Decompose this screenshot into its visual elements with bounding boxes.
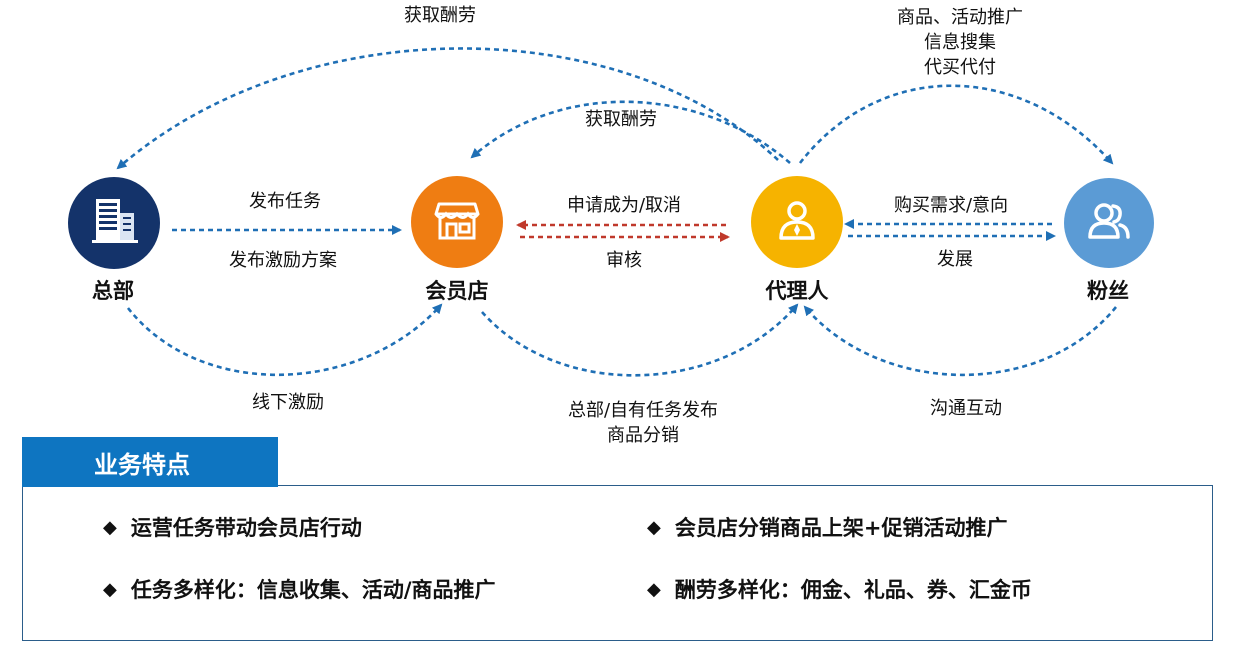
arrow-fans-to-agent (803, 305, 1118, 377)
user-group-icon (1083, 195, 1135, 251)
store-label: 会员店 (425, 279, 489, 303)
label-agent-to-fans-tasks: 商品、活动推广 信息搜集 代买代付 (897, 5, 1023, 80)
diamond-bullet-icon: ◆ (647, 578, 661, 600)
hq-label: 总部 (92, 279, 134, 303)
fans-label: 粉丝 (1087, 279, 1129, 303)
agent-node (751, 176, 843, 268)
feature-text-4: 酬劳多样化：佣金、礼品、券、汇金币 (674, 578, 1032, 602)
office-building-icon (86, 193, 142, 253)
feature-text-1: 运营任务带动会员店行动 (130, 516, 362, 540)
feature-text-3: 任务多样化：信息收集、活动/商品推广 (130, 578, 496, 602)
label-agent-store-request: 申请成为/取消 (566, 195, 682, 216)
label-store-agent-publish-2: 商品分销 (606, 425, 679, 446)
feature-item-2: ◆ 会员店分销商品上架+促销活动推广 (647, 512, 1007, 542)
feature-text-2: 会员店分销商品上架+促销活动推广 (674, 516, 1008, 540)
feature-item-1: ◆ 运营任务带动会员店行动 (103, 512, 362, 542)
agent-label: 代理人 (765, 279, 829, 303)
arrow-agent-to-hq (116, 47, 779, 170)
feature-item-4: ◆ 酬劳多样化：佣金、礼品、券、汇金币 (647, 574, 1032, 604)
label-agent-to-fans-task-2: 信息搜集 (924, 32, 996, 53)
storefront-icon (431, 194, 483, 250)
diamond-bullet-icon: ◆ (103, 516, 117, 538)
features-title: 业务特点 (22, 437, 278, 487)
label-agent-to-store-reward: 获取酬劳 (585, 109, 657, 130)
arrow-store-to-agent (481, 303, 799, 377)
label-hq-store-offline: 线下激励 (252, 392, 324, 413)
arrow-agent-to-store (470, 100, 791, 164)
label-fans-agent-demand: 购买需求/意向 (893, 195, 1009, 216)
fans-node (1064, 178, 1154, 268)
store-node (411, 176, 503, 268)
diamond-bullet-icon: ◆ (103, 578, 117, 600)
label-store-agent-publish-1: 总部/自有任务发布 (567, 400, 719, 421)
label-agent-to-fans-task-1: 商品、活动推广 (897, 7, 1023, 28)
label-store-agent-publish: 总部/自有任务发布 商品分销 (568, 398, 718, 448)
person-icon (771, 194, 823, 250)
hq-node (68, 177, 160, 269)
arrow-agent-to-fans (798, 84, 1114, 165)
label-agent-to-fans-task-3: 代买代付 (924, 57, 996, 78)
label-fans-agent-interact: 沟通互动 (930, 398, 1002, 419)
feature-item-3: ◆ 任务多样化：信息收集、活动/商品推广 (103, 574, 496, 604)
diamond-bullet-icon: ◆ (647, 516, 661, 538)
label-agent-to-hq-reward: 获取酬劳 (404, 5, 476, 26)
label-store-agent-review: 审核 (606, 250, 642, 271)
label-hq-to-store-bottom: 发布激励方案 (229, 250, 337, 271)
features-box (22, 485, 1213, 641)
arrow-hq-to-store-offline (126, 303, 443, 377)
label-hq-to-store-top: 发布任务 (249, 191, 321, 212)
label-agent-fans-develop: 发展 (937, 249, 973, 270)
